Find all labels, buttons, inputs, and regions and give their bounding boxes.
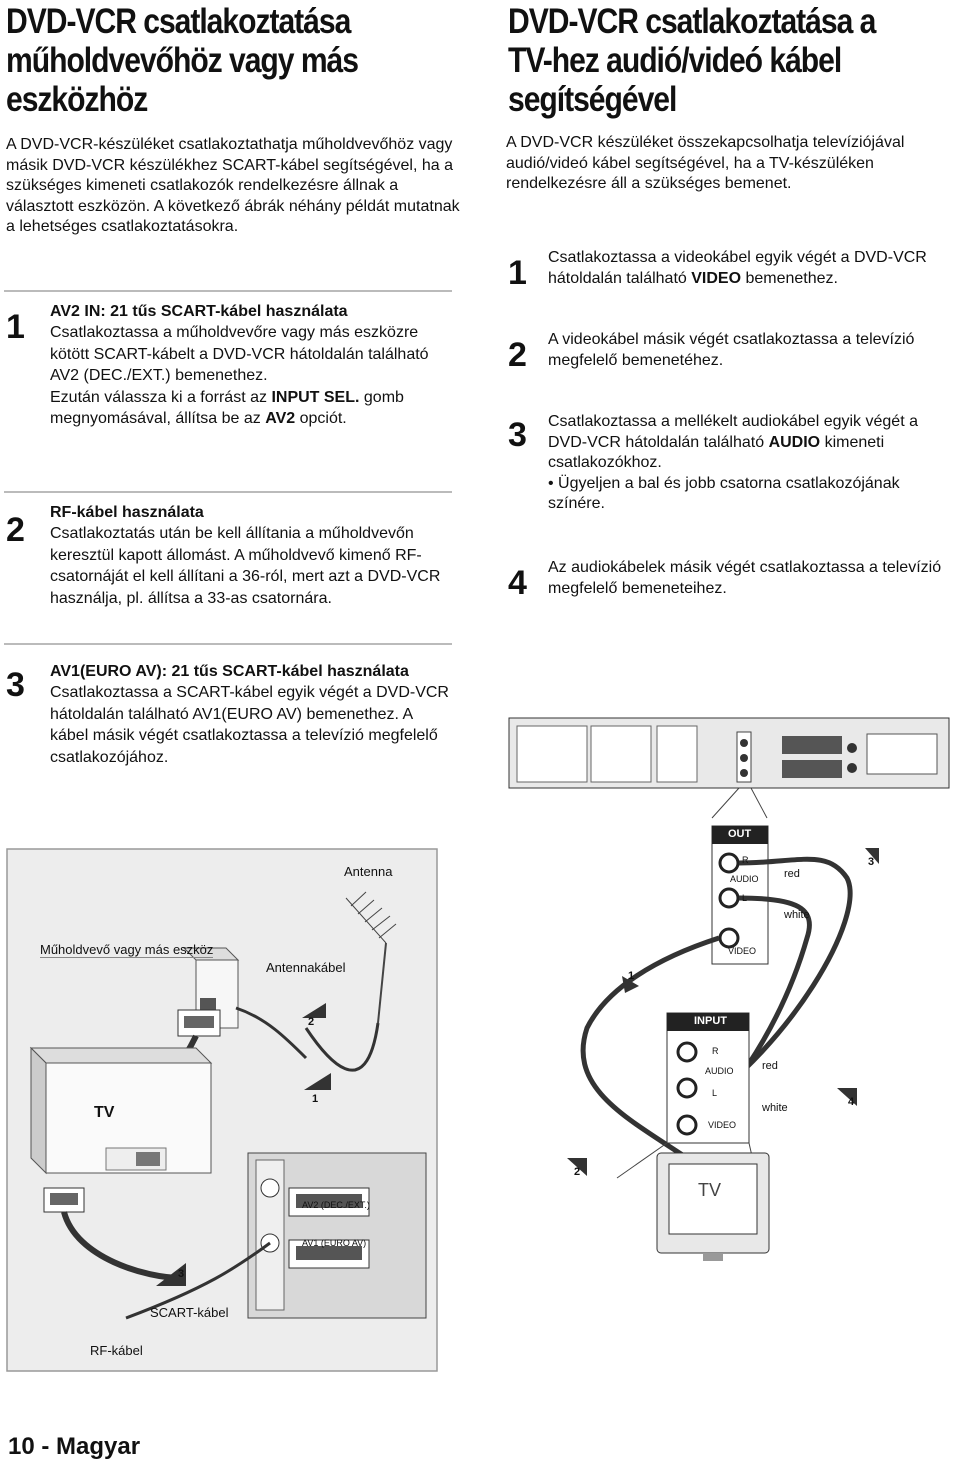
out-panel-icon xyxy=(711,825,769,965)
diagram-label-av1: AV1 (EURO AV) xyxy=(302,1238,367,1248)
white-label: white xyxy=(784,909,810,921)
input-label: INPUT xyxy=(694,1015,727,1027)
page-footer: 10 - Magyar xyxy=(8,1433,141,1460)
diagram-label-rf-cable: RF-kábel xyxy=(90,1343,143,1358)
step-heading: AV1(EURO AV): 21 tűs SCART-kábel használ… xyxy=(50,663,409,680)
divider xyxy=(4,643,452,645)
white-label: white xyxy=(762,1102,788,1114)
input-video-label: VIDEO xyxy=(708,1120,737,1130)
step-number: 2 xyxy=(508,336,527,374)
diagram-label-tv: TV xyxy=(94,1104,115,1121)
out-video-label: VIDEO xyxy=(728,946,757,956)
tv-icon xyxy=(29,1046,213,1175)
step-number: 3 xyxy=(6,666,25,704)
scart-connector-icon xyxy=(177,1009,221,1037)
out-label: OUT xyxy=(728,828,752,840)
step-body: Csatlakoztassa a műholdvevőre vagy más e… xyxy=(50,324,429,384)
right-step-3: Csatlakoztassa a mellékelt audiokábel eg… xyxy=(548,413,918,512)
callout-2: 2 xyxy=(574,1166,581,1178)
step-number: 3 xyxy=(508,416,527,454)
step-2: RF-kábel használata Csatlakoztatás után … xyxy=(50,502,455,609)
out-r-label: R xyxy=(742,855,749,865)
right-title: DVD-VCR csatlakoztatása a TV-hez audió/v… xyxy=(508,2,876,119)
step-1: AV2 IN: 21 tűs SCART-kábel használata Cs… xyxy=(50,301,450,430)
video-cable xyxy=(580,935,720,1161)
input-panel-icon xyxy=(666,1012,750,1144)
step-number: 1 xyxy=(6,308,25,346)
step-body-2: Ezután válassza ki a forrást az INPUT SE… xyxy=(50,388,404,428)
antenna-icon xyxy=(345,891,397,1024)
antenna-cable xyxy=(304,1022,380,1072)
right-step-4: Az audiokábelek másik végét csatlakoztas… xyxy=(548,559,942,597)
out-audio-label: AUDIO xyxy=(730,874,759,884)
callout-1: 1 xyxy=(312,1093,319,1105)
left-intro: A DVD-VCR-készüléket csatlakoztathatja m… xyxy=(6,136,460,235)
step-number: 4 xyxy=(508,564,527,602)
step-heading: AV2 IN: 21 tűs SCART-kábel használata xyxy=(50,303,348,320)
red-label: red xyxy=(762,1060,778,1072)
rf-cable xyxy=(125,1241,271,1320)
diagram-label-antenna: Antenna xyxy=(344,864,393,879)
step-number: 2 xyxy=(6,511,25,549)
step-3: AV1(EURO AV): 21 tűs SCART-kábel használ… xyxy=(50,661,450,768)
audio-cable-red xyxy=(695,856,853,1111)
input-audio-label: AUDIO xyxy=(705,1066,734,1076)
diagram-label-tv: TV xyxy=(698,1180,722,1200)
step-number: 1 xyxy=(508,254,527,292)
callout-3-icon xyxy=(865,848,879,864)
right-step-2: A videokábel másik végét csatlakoztassa … xyxy=(548,331,915,369)
av-connection-diagram xyxy=(508,717,950,1261)
diagram-label-av2: AV2 (DEC./EXT.) xyxy=(302,1200,370,1210)
diagram-label-satellite: Műholdvevő vagy más eszköz xyxy=(40,942,214,958)
input-r-label: R xyxy=(712,1046,719,1056)
red-label: red xyxy=(784,868,800,880)
vcr-back-panel-icon xyxy=(247,1152,427,1319)
step-body: Csatlakoztassa a SCART-kábel egyik végét… xyxy=(50,684,449,766)
right-step-1: Csatlakoztassa a videokábel egyik végét … xyxy=(548,249,927,287)
callout-3: 3 xyxy=(868,856,875,868)
tv-icon xyxy=(656,1152,770,1261)
left-title: DVD-VCR csatlakoztatása műholdvevőhöz va… xyxy=(6,2,359,119)
step-heading: RF-kábel használata xyxy=(50,504,204,521)
right-intro: A DVD-VCR készüléket összekapcsolhatja t… xyxy=(506,134,905,192)
callout-1-icon xyxy=(622,976,639,993)
out-l-label: L xyxy=(742,893,748,903)
callout-1-icon xyxy=(304,1073,331,1090)
callout-3: 3 xyxy=(178,1268,185,1280)
divider xyxy=(4,491,452,493)
scart-connector-icon xyxy=(43,1187,85,1213)
input-l-label: L xyxy=(712,1088,718,1098)
callout-4: 4 xyxy=(848,1096,855,1108)
callout-2: 2 xyxy=(308,1016,315,1028)
diagram-label-scart-cable: SCART-kábel xyxy=(150,1305,229,1320)
step-body: Csatlakoztatás után be kell állítania a … xyxy=(50,525,441,607)
callout-2-icon xyxy=(302,1003,326,1018)
satellite-connection-diagram xyxy=(6,848,438,1372)
callout-2-icon xyxy=(567,1158,587,1176)
callout-4-icon xyxy=(837,1088,857,1106)
divider xyxy=(4,290,452,292)
vcr-back-panel-icon xyxy=(508,717,950,789)
callout-1: 1 xyxy=(628,970,635,982)
diagram-label-antenna-cable: Antennakábel xyxy=(266,960,346,975)
callout-3-icon xyxy=(156,1263,186,1286)
